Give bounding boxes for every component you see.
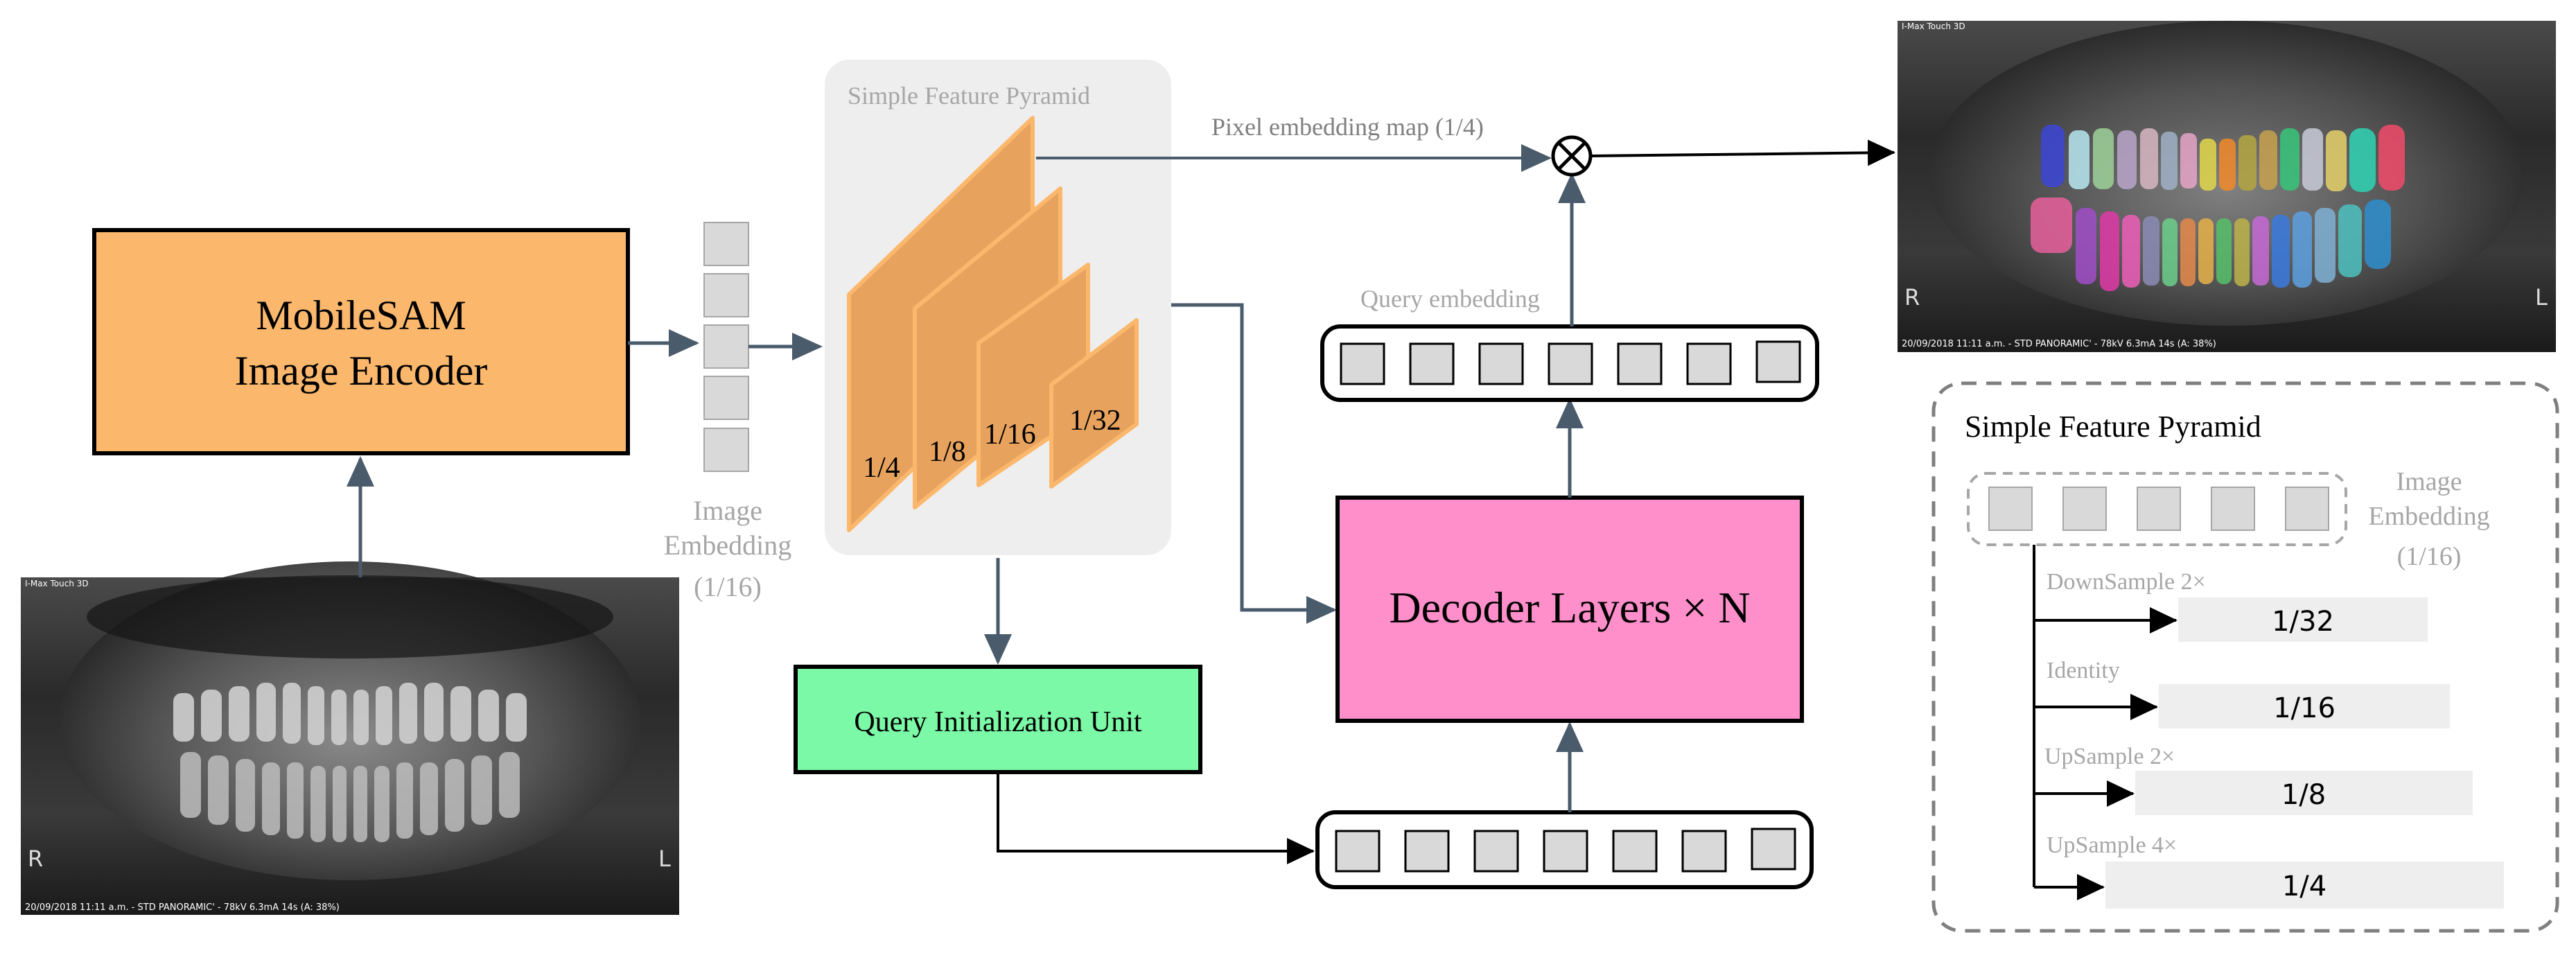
embedding-token [703,324,749,369]
legend-embedding-token [2062,487,2107,531]
legend-scale-label: 1/16 [2273,692,2336,724]
query-embedding-token [1617,342,1663,385]
pyramid-scale-1-8: 1/8 [929,436,966,468]
query-token [1751,828,1796,871]
query-embedding-token [1548,342,1593,385]
mobilesam-encoder-block: MobileSAM Image Encoder [92,228,630,455]
multiply-operator-icon [1551,135,1593,177]
encoder-label-line1: MobileSAM [256,292,466,338]
legend-embedding-line3: (1/16) [2397,542,2462,571]
legend-scale-box [2159,684,2450,728]
legend-scale-label: 1/8 [2281,779,2326,811]
legend-title: Simple Feature Pyramid [1965,410,2261,444]
query-embedding-token [1340,342,1385,385]
legend-branch-op: DownSample 2× [2047,569,2206,595]
arrow-query-init-to-tokens [997,772,1315,864]
pyramid-scale-1-4: 1/4 [863,452,900,484]
pyramid-scale-1-32: 1/32 [1069,405,1121,437]
input-xray-corner-text: I-Max Touch 3D [25,579,89,588]
legend-embedding-line2: Embedding [2368,502,2489,531]
legend-branch-op: UpSample 4× [2047,832,2177,858]
embedding-token [703,222,749,266]
query-embedding-token [1686,342,1732,385]
query-embedding-label: Query embedding [1360,285,1540,313]
legend-scale-label: 1/4 [2282,871,2327,902]
arrow-pyramid-to-decoder [1171,303,1337,624]
legend-embedding-token [2211,487,2255,531]
query-embedding-token [1409,342,1455,385]
output-xray-right-mark: R [1904,284,1920,311]
image-embedding-label-line3: (1/16) [694,571,762,602]
embedding-token [703,273,749,317]
output-xray-footer: 20/09/2018 11:11 a.m. - STD PANORAMIC' -… [1902,339,2216,349]
query-init-block: Query Initialization Unit [794,665,1202,774]
embedding-token [703,428,749,472]
output-segmented-xray: I-Max Touch 3D R L 20/09/2018 11:11 a.m.… [1898,21,2556,352]
input-xray-left-mark: L [658,846,671,872]
legend-branch-op: Identity [2047,658,2120,683]
query-embedding-token [1755,340,1801,383]
legend-scale-box [2135,771,2473,815]
query-embedding-token [1478,342,1524,385]
pyramid-scale-1-16: 1/16 [984,419,1036,451]
decoder-label: Decoder Layers × N [1389,583,1750,632]
legend-scale-box [2105,862,2504,909]
image-embedding-tokens [703,222,749,472]
initial-query-tokens [1315,810,1814,889]
query-embedding-tokens [1320,324,1819,402]
pyramid-legend-panel: Simple Feature Pyramid Image Embedding (… [1931,381,2559,933]
legend-embedding-token [2285,487,2329,531]
decoder-layers-block: Decoder Layers × N [1335,496,1804,723]
image-embedding-label-line2: Embedding [664,530,791,561]
legend-embedding-token [2137,487,2181,531]
legend-embedding-line1: Image [2397,467,2462,496]
input-xray-footer: 20/09/2018 11:11 a.m. - STD PANORAMIC' -… [25,902,340,913]
image-embedding-label-line1: Image [693,495,762,526]
legend-scale-box [2178,597,2428,642]
query-token [1404,830,1450,873]
query-token [1681,830,1727,873]
query-token [1543,830,1588,873]
legend-scale-label: 1/32 [2272,606,2334,638]
embedding-token [703,376,749,420]
pyramid-layer-1-32 [1049,318,1139,489]
output-xray-left-mark: L [2535,284,2548,311]
pixel-map-label: Pixel embedding map (1/4) [1211,113,1484,141]
legend-branch-op: UpSample 2× [2044,744,2175,769]
input-xray-image: I-Max Touch 3D R L 20/09/2018 11:11 a.m.… [21,561,679,915]
query-token [1335,830,1381,873]
query-token [1612,830,1658,873]
output-xray-corner-text: I-Max Touch 3D [1902,21,1965,31]
query-token [1473,830,1519,873]
simple-feature-pyramid: Simple Feature Pyramid 1/4 1/8 1/16 1/32 [825,60,1171,555]
query-init-label: Query Initialization Unit [854,706,1142,738]
legend-embedding-token [1988,487,2033,531]
encoder-label-line2: Image Encoder [235,348,488,394]
input-xray-right-mark: R [28,846,43,872]
pyramid-title: Simple Feature Pyramid [848,82,1090,110]
arrow-multiply-to-output [1590,139,1895,166]
